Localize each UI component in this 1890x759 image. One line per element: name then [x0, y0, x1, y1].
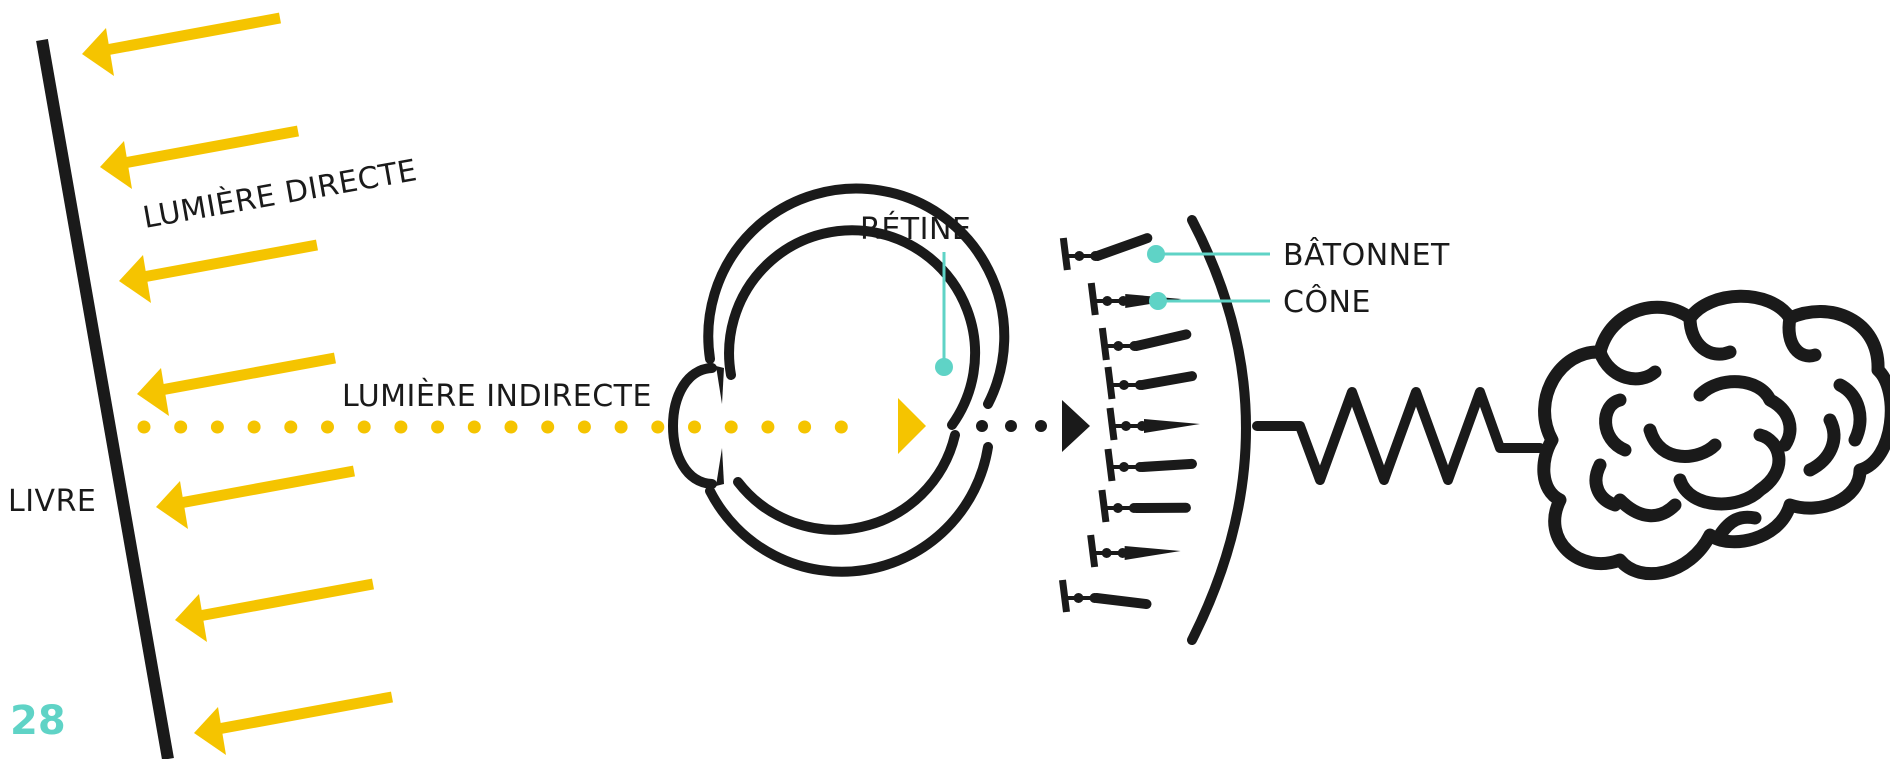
direct-light-label: LUMIÈRE DIRECTE [140, 152, 420, 236]
retina-label: RÉTINE [860, 211, 971, 247]
direct-light-arrow-shaft [123, 125, 299, 169]
direct-light-arrowhead [100, 141, 132, 189]
rod-cell [1092, 233, 1153, 261]
receptor-node [1113, 341, 1124, 351]
lens-notch-top [716, 366, 724, 404]
retina-ring [724, 225, 981, 535]
rod-cell [1091, 593, 1152, 610]
indirect-light-dot [137, 420, 151, 434]
direct-light-arrow-shaft [198, 578, 374, 622]
indirect-light-arrowhead [898, 398, 926, 454]
retina-membrane-segment [1059, 579, 1070, 613]
indirect-light-dot [724, 420, 738, 434]
photoreceptor-layer [1059, 233, 1200, 613]
eye-outer-wall [703, 183, 1010, 577]
direct-light-arrowhead [194, 707, 226, 755]
signal-dot-3 [1035, 420, 1047, 432]
rod-cell [1131, 329, 1192, 351]
signal-arrowhead [1062, 400, 1090, 452]
indirect-light-dots [137, 420, 848, 434]
indirect-light-dot [321, 420, 334, 434]
direct-light-arrowhead [137, 368, 169, 416]
indirect-light-dot [761, 420, 775, 434]
retina-callout [935, 252, 953, 376]
signal-dot-1 [976, 420, 988, 432]
direct-light-arrow-shaft [142, 239, 318, 283]
indirect-light-dot [174, 420, 188, 434]
retina-membrane-segment [1104, 366, 1116, 400]
indirect-light-dot [577, 420, 591, 434]
optic-nerve-signal [1252, 387, 1545, 485]
cone-cell [1144, 419, 1200, 433]
receptor-node [1074, 251, 1085, 261]
book-label: LIVRE [8, 484, 96, 519]
cone-callout [1149, 292, 1270, 310]
direct-light-arrow-shaft [160, 352, 336, 396]
retina-membrane-segment [1059, 237, 1071, 271]
retina-membrane-segment [1104, 448, 1116, 482]
page-number: 28 [10, 698, 66, 744]
receptor-node [1118, 462, 1129, 472]
indirect-light-dot [614, 420, 628, 434]
retina-outer-arc [1187, 215, 1251, 645]
indirect-light-dot [357, 420, 371, 434]
indirect-light-dot [798, 420, 812, 434]
indirect-light-dot [504, 420, 518, 434]
indirect-light-dot [394, 420, 408, 434]
direct-light-arrowhead [156, 481, 188, 529]
direct-light-arrow-shaft [105, 12, 281, 56]
signal-dot-2 [1005, 420, 1017, 432]
cone-callout-dot [1149, 292, 1167, 310]
indirect-light-dot [431, 420, 445, 434]
retina-callout-dot [935, 358, 953, 376]
indirect-light-label: LUMIÈRE INDIRECTE [342, 378, 652, 414]
receptor-node [1101, 548, 1112, 558]
receptor-node [1112, 503, 1123, 513]
indirect-light-dot [210, 420, 224, 434]
receptor-node [1073, 593, 1084, 603]
retina-membrane-segment [1087, 282, 1099, 316]
retina-membrane-segment [1087, 534, 1099, 568]
indirect-light-dot [284, 420, 298, 434]
rod-cell [1136, 371, 1197, 390]
indirect-light-dot [688, 420, 701, 434]
cone-cell [1124, 546, 1181, 560]
indirect-light-dot [467, 420, 481, 434]
retina-membrane-segment [1098, 327, 1110, 361]
direct-light-arrowhead [175, 594, 207, 642]
cone-label: CÔNE [1283, 283, 1371, 320]
retina-membrane-segment [1106, 407, 1118, 441]
rod-callout-dot [1147, 245, 1165, 263]
direct-light-arrowhead [119, 255, 151, 303]
receptor-node [1118, 380, 1129, 390]
indirect-light-dot [247, 420, 261, 434]
direct-light-arrowhead [82, 28, 114, 76]
book-line [36, 38, 174, 759]
retina-membrane-segment [1098, 489, 1110, 523]
direct-light-arrow-shaft [217, 691, 393, 735]
rod-cell [1136, 458, 1197, 472]
indirect-light-dot [834, 420, 848, 434]
rod-label: BÂTONNET [1283, 237, 1450, 273]
eye [668, 183, 1010, 577]
receptor-node [1121, 421, 1131, 431]
brain-icon [1537, 289, 1890, 581]
indirect-light-dot [541, 420, 555, 434]
direct-light-arrows [82, 12, 393, 755]
cornea [668, 363, 717, 489]
direct-light-arrow-shaft [179, 465, 355, 509]
indirect-light-dot [651, 420, 665, 434]
rod-callout [1147, 245, 1270, 263]
receptor-node [1102, 296, 1113, 306]
lens-notch-bottom [716, 448, 724, 486]
